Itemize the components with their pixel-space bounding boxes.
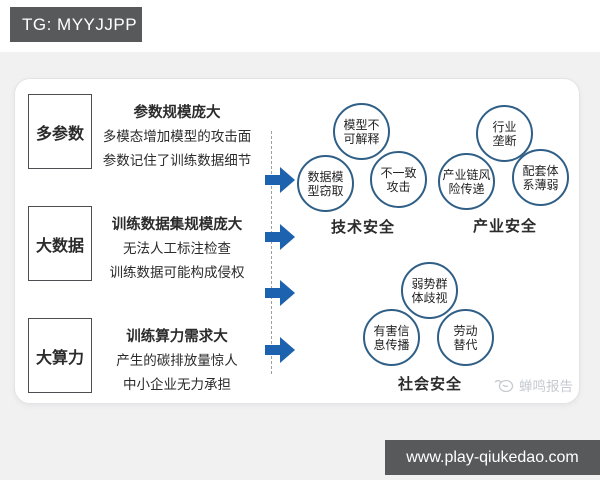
- circle-text: 垄断: [492, 133, 517, 148]
- circle-text: 替代: [453, 337, 478, 352]
- factor-title: 训练算力需求大: [126, 329, 228, 345]
- circle-text: 险传递: [448, 181, 485, 196]
- cicada-logo-icon: [494, 379, 514, 393]
- footer-url-bar: www.play-qiukedao.com: [385, 440, 600, 475]
- risk-circle-supply-chain-risk: 产业链风 险传递: [438, 153, 495, 210]
- group-label-social-security: 社会安全: [397, 376, 462, 393]
- risk-circle-harmful-info: 有害信 息传播: [363, 309, 420, 366]
- flow-arrow-icon: [265, 167, 295, 193]
- factor-line: 训练数据可能构成侵权: [109, 265, 245, 280]
- factor-title: 训练数据集规模庞大: [111, 217, 243, 233]
- factor-box-big-compute: 大算力: [28, 318, 92, 393]
- factor-desc-big-data: 训练数据集规模庞大 无法人工标注检查 训练数据可能构成侵权: [93, 213, 261, 285]
- factor-desc-multi-param: 参数规模庞大 多模态增加模型的攻击面 参数记住了训练数据细节: [93, 101, 261, 173]
- circle-text: 息传播: [373, 337, 410, 352]
- risk-circle-inconsistency-attack: 不一致 攻击: [370, 151, 427, 208]
- factor-box-multi-param: 多参数: [28, 94, 92, 169]
- risk-circle-labor-substitution: 劳动 替代: [437, 309, 494, 366]
- circle-text: 可解释: [343, 131, 380, 146]
- circle-text: 体歧视: [411, 290, 448, 305]
- factor-desc-big-compute: 训练算力需求大 产生的碳排放量惊人 中小企业无力承担: [93, 325, 261, 397]
- tg-badge: TG: MYYJJPP: [10, 7, 142, 42]
- watermark-text: 蝉鸣报告: [519, 379, 573, 394]
- circle-text: 配套体: [522, 163, 559, 178]
- circle-text: 行业: [492, 119, 517, 134]
- circle-text: 弱势群: [411, 276, 448, 291]
- factor-box-label: 大算力: [35, 349, 84, 367]
- flow-arrow-icon: [265, 224, 295, 250]
- risk-circle-model-uninterpretable: 模型不 可解释: [333, 103, 390, 160]
- factor-box-big-data: 大数据: [28, 206, 92, 281]
- circle-text: 有害信: [373, 323, 410, 338]
- risk-circle-model-theft: 数据模 型窃取: [297, 155, 354, 212]
- diagram-card: 多参数 参数规模庞大 多模态增加模型的攻击面 参数记住了训练数据细节 大数据 训…: [14, 78, 580, 404]
- circle-text: 产业链风: [442, 167, 491, 182]
- factor-box-label: 多参数: [35, 125, 84, 143]
- group-label-tech-security: 技术安全: [330, 219, 395, 236]
- factor-line: 参数记住了训练数据细节: [102, 153, 252, 168]
- factor-line: 多模态增加模型的攻击面: [102, 129, 252, 144]
- circle-text: 不一致: [380, 165, 417, 180]
- flow-arrow-icon: [265, 337, 295, 363]
- factor-line: 无法人工标注检查: [123, 241, 231, 256]
- circle-text: 攻击: [386, 179, 411, 194]
- flow-arrow-icon: [265, 280, 295, 306]
- risk-circle-weak-support-system: 配套体 系薄弱: [512, 149, 569, 206]
- circle-text: 模型不: [343, 117, 380, 132]
- watermark: 蝉鸣报告: [493, 375, 573, 395]
- factor-title: 参数规模庞大: [133, 105, 221, 121]
- group-label-industry-security: 产业安全: [472, 218, 537, 235]
- factor-line: 产生的碳排放量惊人: [116, 353, 238, 368]
- factor-box-label: 大数据: [35, 237, 84, 255]
- circle-text: 系薄弱: [522, 177, 559, 192]
- risk-circle-group-discrimination: 弱势群 体歧视: [401, 262, 458, 319]
- dashed-divider: [271, 131, 272, 374]
- factor-line: 中小企业无力承担: [123, 377, 231, 392]
- circle-text: 劳动: [453, 323, 478, 338]
- footer-url-text: www.play-qiukedao.com: [406, 448, 579, 466]
- circle-text: 数据模: [307, 169, 344, 184]
- circle-text: 型窃取: [307, 183, 344, 198]
- risk-circle-industry-monopoly: 行业 垄断: [476, 105, 533, 162]
